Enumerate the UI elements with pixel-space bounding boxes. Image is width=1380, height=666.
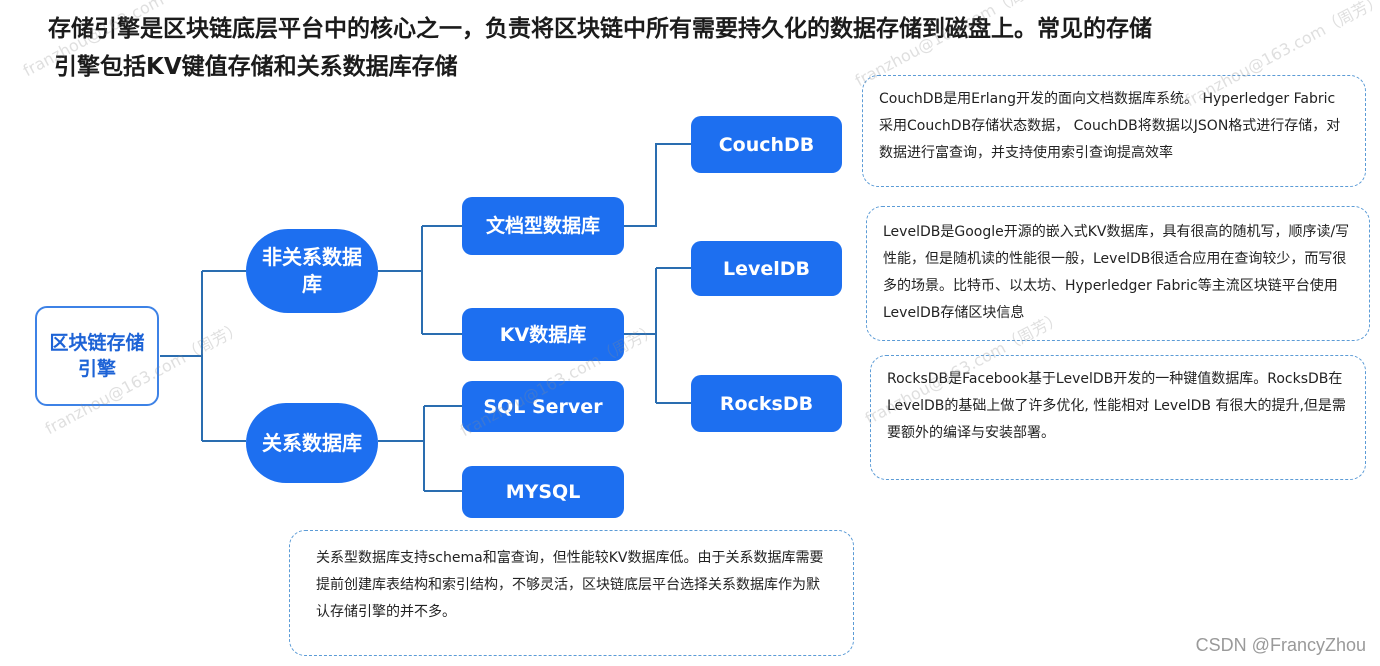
- note-relational: 关系型数据库支持schema和富查询，但性能较KV数据库低。由于关系数据库需要提…: [289, 530, 854, 656]
- note-leveldb-text: LevelDB是Google开源的嵌入式KV数据库，具有很高的随机写，顺序读/写…: [883, 224, 1350, 321]
- node-leveldb: LevelDB: [691, 241, 842, 296]
- node-couchdb: CouchDB: [691, 116, 842, 173]
- note-leveldb: LevelDB是Google开源的嵌入式KV数据库，具有很高的随机写，顺序读/写…: [866, 206, 1370, 341]
- node-nonrelational-db: 非关系数据库: [246, 229, 378, 313]
- node-sqlserver: SQL Server: [462, 381, 624, 432]
- heading-line-2: 引擎包括KV键值存储和关系数据库存储: [54, 54, 458, 80]
- node-kv-db: KV数据库: [462, 308, 624, 361]
- node-relational-db: 关系数据库: [246, 403, 378, 483]
- note-rocksdb-text: RocksDB是Facebook基于LevelDB开发的一种键值数据库。Rock…: [887, 371, 1346, 441]
- note-rocksdb: RocksDB是Facebook基于LevelDB开发的一种键值数据库。Rock…: [870, 355, 1366, 480]
- note-relational-text: 关系型数据库支持schema和富查询，但性能较KV数据库低。由于关系数据库需要提…: [316, 550, 824, 620]
- node-rocksdb: RocksDB: [691, 375, 842, 432]
- note-couchdb-text: CouchDB是用Erlang开发的面向文档数据库系统。 Hyperledger…: [879, 91, 1341, 161]
- node-document-db: 文档型数据库: [462, 197, 624, 255]
- node-mysql: MYSQL: [462, 466, 624, 518]
- connector-to-couchdb: [624, 143, 691, 227]
- heading-line-1: 存储引擎是区块链底层平台中的核心之一，负责将区块链中所有需要持久化的数据存储到磁…: [48, 16, 1152, 42]
- footer-credit: CSDN @FrancyZhou: [1195, 635, 1366, 655]
- note-couchdb: CouchDB是用Erlang开发的面向文档数据库系统。 Hyperledger…: [862, 75, 1366, 187]
- root-node: 区块链存储引擎: [35, 306, 159, 406]
- page-heading: 存储引擎是区块链底层平台中的核心之一，负责将区块链中所有需要持久化的数据存储到磁…: [48, 10, 1358, 86]
